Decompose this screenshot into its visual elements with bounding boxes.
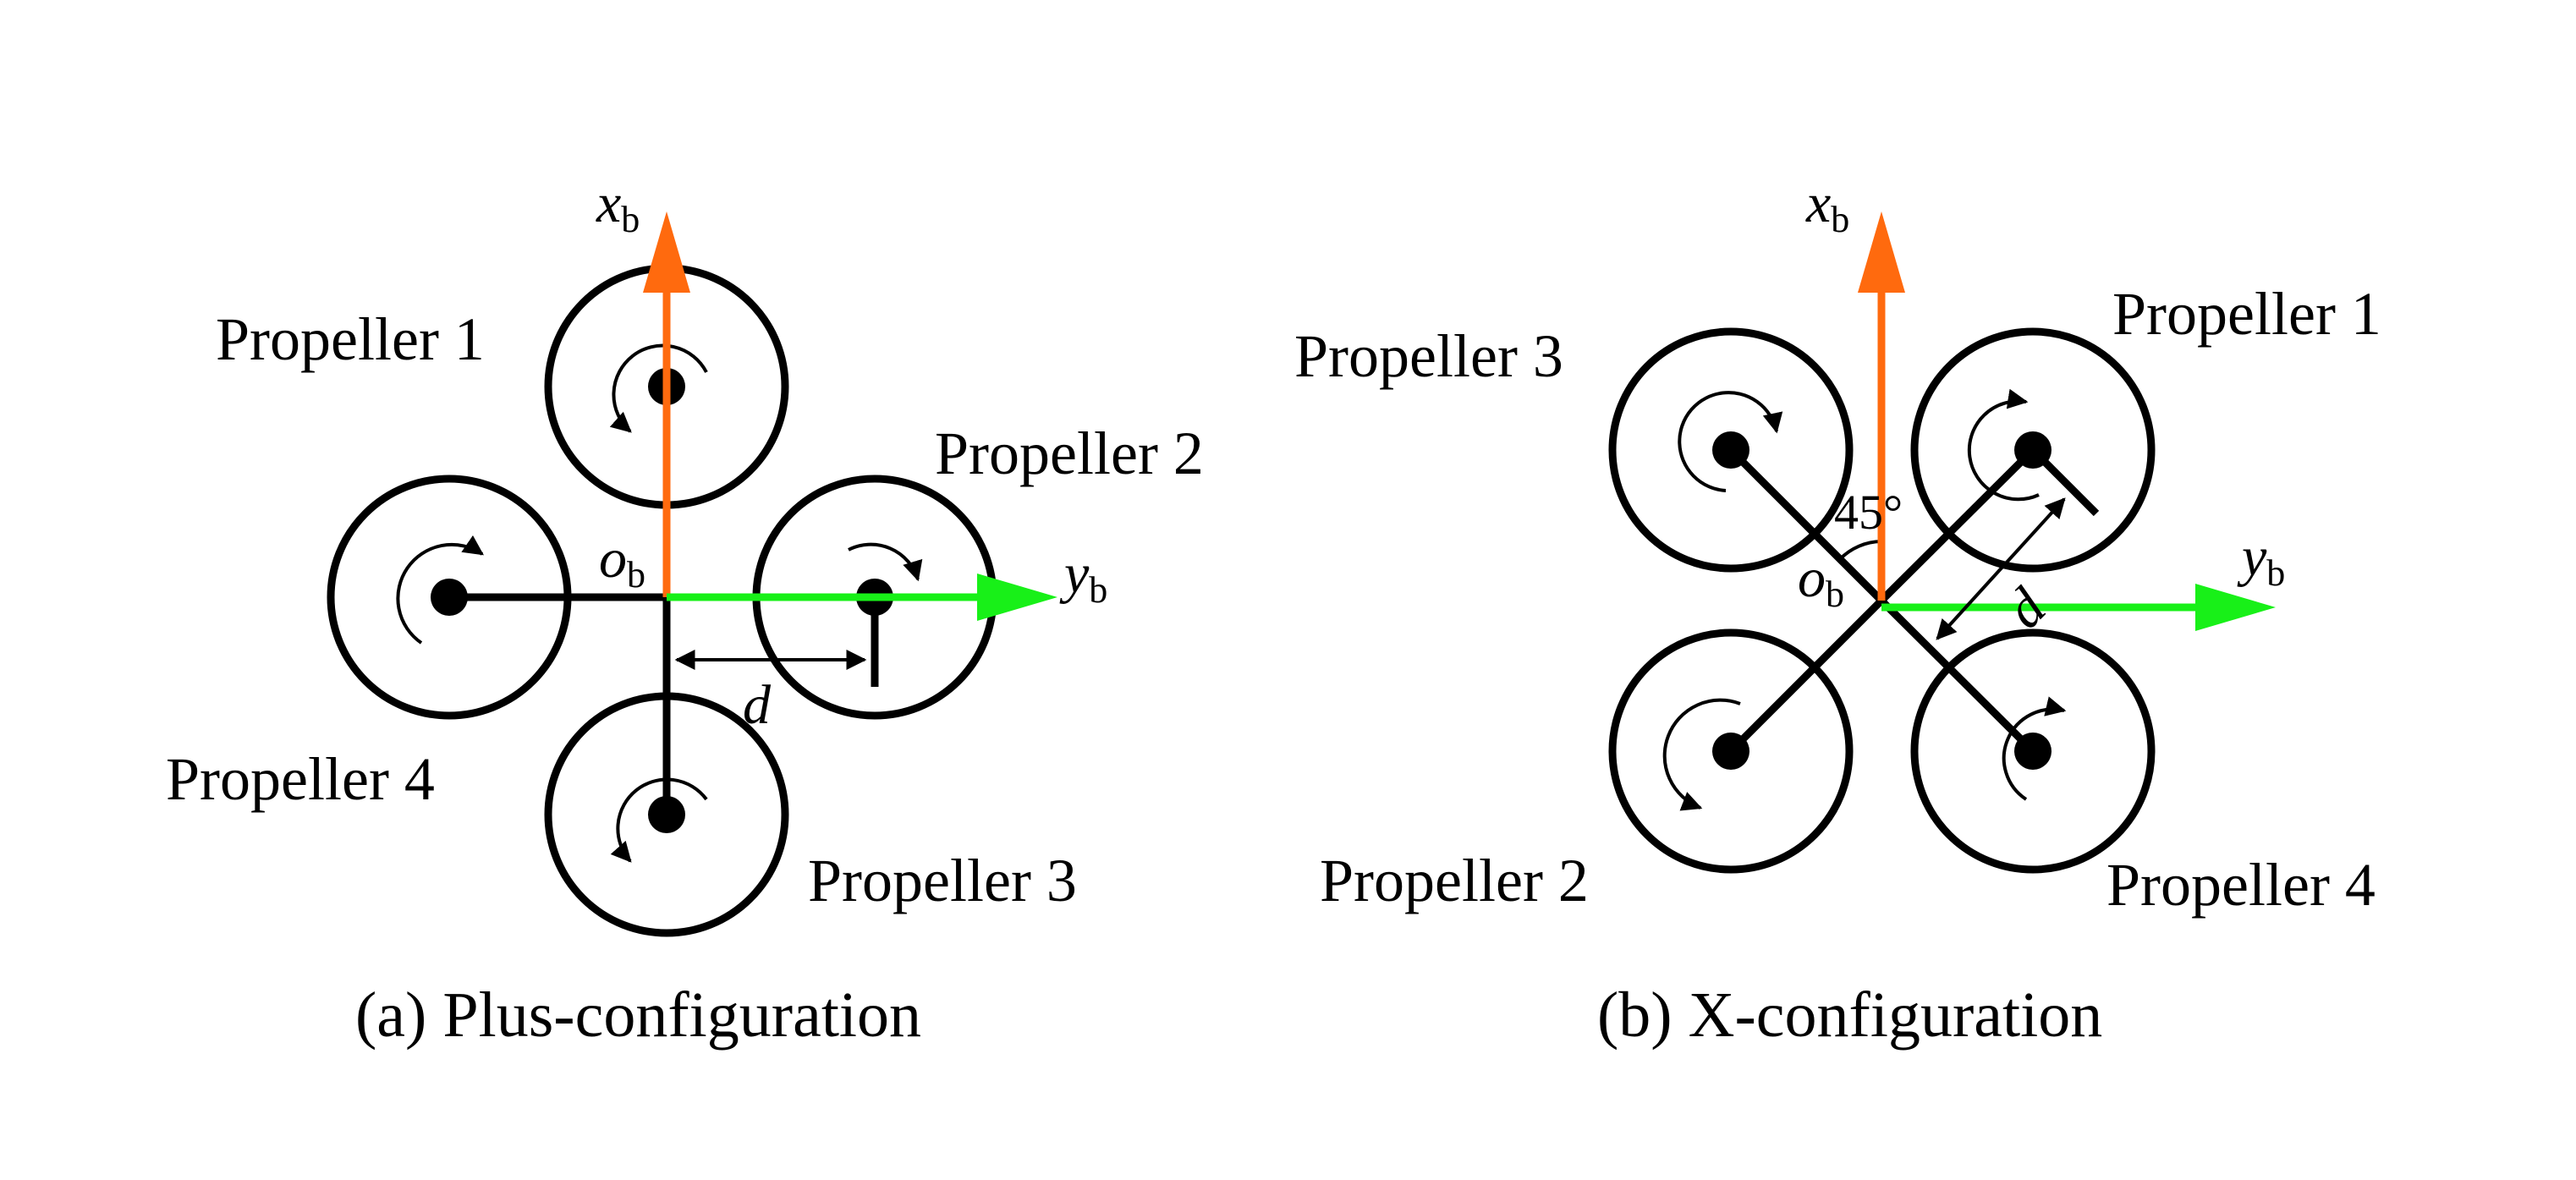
y-axis-arrowhead-icon — [977, 574, 1057, 621]
y-axis-arrowhead-icon — [2195, 584, 2276, 631]
angle-arc — [1838, 540, 1882, 561]
origin-label: ob — [599, 528, 645, 595]
arm-2 — [1727, 597, 1885, 755]
rotor-hub-4 — [2014, 733, 2051, 770]
panel-plus-configuration: Propeller 1 Propeller 2 Propeller 3 Prop… — [166, 173, 1204, 1051]
y-axis-label: yb — [1059, 543, 1107, 611]
rotor-hub-4 — [431, 579, 468, 616]
x-axis-arrowhead-icon — [643, 211, 690, 293]
propeller-1-label: Propeller 1 — [216, 305, 485, 373]
propeller-4-label: Propeller 4 — [166, 745, 435, 813]
rotor-hub-2 — [1712, 733, 1749, 770]
angle-label: 45° — [1834, 485, 1903, 540]
rotor-hub-3 — [1712, 431, 1749, 469]
rotation-arrow-icon — [2002, 696, 2067, 801]
rotor-hub-3 — [648, 796, 685, 833]
rotation-arrow-icon — [609, 343, 708, 433]
x-axis-label: xb — [1805, 173, 1849, 240]
propeller-2-label: Propeller 2 — [935, 420, 1204, 487]
arm-3 — [1727, 447, 1885, 604]
rotor-disc-2 — [1608, 628, 1854, 874]
rotation-arrow-icon — [1662, 698, 1741, 811]
rotor-disc-3 — [1608, 327, 1854, 573]
y-axis-label: yb — [2237, 526, 2285, 594]
arm-4 — [1878, 597, 2036, 755]
rotation-arrow-icon — [396, 535, 484, 645]
x-axis-label: xb — [596, 173, 640, 240]
caption-plus: (a) Plus-configuration — [355, 980, 921, 1051]
arm-length-dimension — [1936, 497, 2066, 640]
rotor-hub-1 — [2014, 431, 2051, 469]
arm-length-label: d — [743, 674, 772, 736]
propeller-4-label: Propeller 4 — [2106, 851, 2376, 919]
x-axis-arrowhead-icon — [1858, 211, 1905, 293]
panel-x-configuration: Propeller 1 Propeller 2 Propeller 3 Prop… — [1294, 173, 2381, 1051]
caption-x: (b) X-configuration — [1597, 980, 2102, 1051]
propeller-1-label: Propeller 1 — [2112, 280, 2381, 348]
arm-1 — [1878, 447, 2036, 604]
propeller-2-label: Propeller 2 — [1320, 847, 1589, 914]
rotation-arrow-icon — [848, 542, 923, 582]
rotation-arrow-icon — [610, 777, 708, 863]
rotation-arrow-icon — [1678, 391, 1783, 492]
propeller-3-label: Propeller 3 — [808, 847, 1077, 914]
origin-label: ob — [1798, 547, 1844, 615]
propeller-3-label: Propeller 3 — [1294, 322, 1563, 390]
